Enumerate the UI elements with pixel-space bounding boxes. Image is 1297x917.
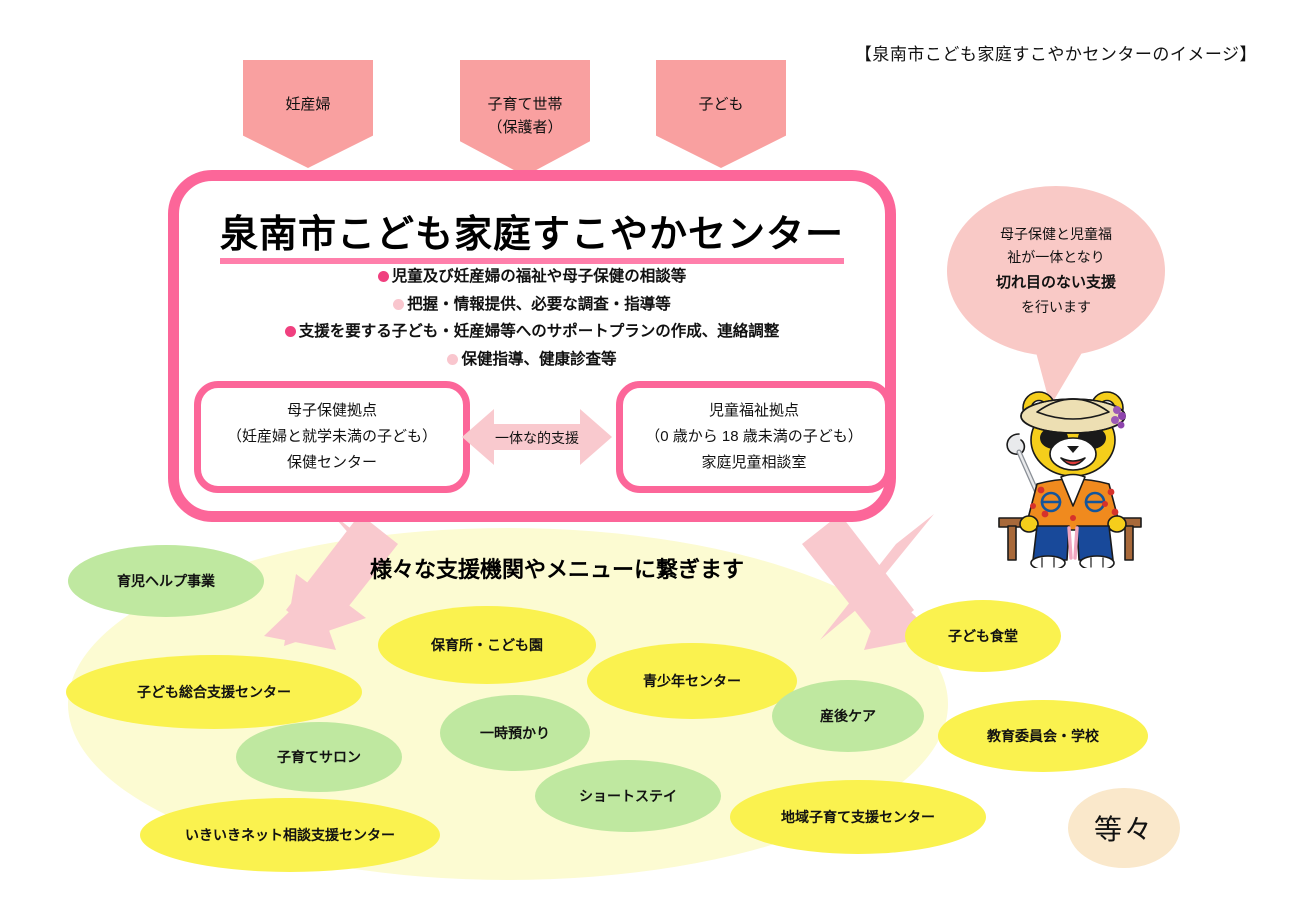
support-node[interactable]: 子ども食堂 xyxy=(905,600,1061,672)
bullet-dot-icon xyxy=(393,298,405,310)
center-service-label: 保健指導、健康診査等 xyxy=(461,350,617,368)
center-service-label: 支援を要する子ども・妊産婦等へのサポートプランの作成、連絡調整 xyxy=(298,323,780,340)
center-service-item: 把握・情報提供、必要な調査・指導等 xyxy=(179,295,885,313)
support-node[interactable]: ショートステイ xyxy=(535,760,721,832)
maternal-health-base-line2: （妊産婦と就学未満の子ども） xyxy=(226,427,437,445)
input-arrow-label: 子ども xyxy=(698,96,744,113)
bubble-line4: を行います xyxy=(1021,298,1091,315)
support-node[interactable]: 子ども総合支援センター xyxy=(66,655,362,729)
input-arrow-child-rearing-households: 子育て世帯 （保護者） xyxy=(460,60,590,176)
input-arrow-label-line2: （保護者） xyxy=(487,118,563,136)
center-service-item: 支援を要する子ども・妊産婦等へのサポートプランの作成、連絡調整 xyxy=(179,324,885,340)
maternal-health-base-box: 母子保健拠点 （妊産婦と就学未満の子ども） 保健センター xyxy=(194,381,470,493)
bubble-line2: 祉が一体となり xyxy=(1007,249,1105,266)
support-node-label: 子ども総合支援センター xyxy=(137,684,291,700)
support-node-label: 保育所・こども園 xyxy=(431,637,543,653)
support-node[interactable]: 地域子育て支援センター xyxy=(730,780,986,854)
support-node[interactable]: 青少年センター xyxy=(587,643,797,719)
center-service-list: 児童及び妊産婦の福祉や母子保健の相談等把握・情報提供、必要な調査・指導等支援を要… xyxy=(179,269,885,379)
child-welfare-base-line2: （0 歳から 18 歳未満の子ども） xyxy=(645,427,863,445)
integrated-support-arrow: 一体な的支援 xyxy=(462,404,612,470)
support-node-label: 産後ケア xyxy=(820,708,876,724)
support-node-label: 子ども食堂 xyxy=(948,628,1018,644)
bullet-dot-icon xyxy=(284,326,296,337)
child-welfare-base-box: 児童福祉拠点 （0 歳から 18 歳未満の子ども） 家庭児童相談室 xyxy=(616,381,892,493)
center-service-label: 把握・情報提供、必要な調査・指導等 xyxy=(407,295,671,313)
integrated-support-label: 一体な的支援 xyxy=(495,430,579,446)
center-title-text: 泉南市こども家庭すこやかセンター xyxy=(219,214,844,264)
double-arrow-icon xyxy=(462,409,612,465)
page-title: 【泉南市こども家庭すこやかセンターのイメージ】 xyxy=(854,45,1257,64)
support-node[interactable]: 等々 xyxy=(1068,788,1180,868)
child-welfare-base-line3: 家庭児童相談室 xyxy=(701,454,807,472)
support-node-label: 青少年センター xyxy=(643,673,741,689)
arrow-down-right-icon xyxy=(802,514,936,650)
support-node-label: 教育委員会・学校 xyxy=(987,728,1099,744)
input-arrow-label-line1: 子育て世帯 xyxy=(487,96,563,113)
support-node[interactable]: いきいきネット相談支援センター xyxy=(140,798,440,872)
center-service-item: 児童及び妊産婦の福祉や母子保健の相談等 xyxy=(179,269,885,285)
support-node-label: 等々 xyxy=(1093,814,1154,845)
bullet-dot-icon xyxy=(377,271,389,282)
support-node-label: いきいきネット相談支援センター xyxy=(185,827,395,843)
mascot-icon xyxy=(998,391,1142,568)
maternal-health-base-line1: 母子保健拠点 xyxy=(286,401,377,419)
support-node[interactable]: 一時預かり xyxy=(440,695,590,771)
network-heading: 様々な支援機関やメニューに繋ぎます xyxy=(370,557,745,582)
bullet-dot-icon xyxy=(447,353,459,365)
center-service-label: 児童及び妊産婦の福祉や母子保健の相談等 xyxy=(391,268,687,285)
center-title: 泉南市こども家庭すこやかセンター xyxy=(179,203,885,264)
support-node-label: ショートステイ xyxy=(579,788,677,804)
input-arrow-children: 子ども xyxy=(656,60,786,168)
bubble-line3-emphasis: 切れ目のない支援 xyxy=(995,274,1116,292)
support-node[interactable]: 子育てサロン xyxy=(236,722,402,792)
support-node-label: 育児ヘルプ事業 xyxy=(117,573,215,589)
support-node-label: 一時預かり xyxy=(480,725,550,741)
input-arrow-expectant-mothers: 妊産婦 xyxy=(243,60,373,168)
bubble-line1: 母子保健と児童福 xyxy=(1000,225,1112,242)
support-node[interactable]: 保育所・こども園 xyxy=(378,606,596,684)
child-welfare-base-line1: 児童福祉拠点 xyxy=(708,401,799,419)
support-node[interactable]: 育児ヘルプ事業 xyxy=(68,545,264,617)
maternal-health-base-line3: 保健センター xyxy=(286,454,377,472)
center-service-item: 保健指導、健康診査等 xyxy=(179,350,885,368)
speech-bubble: 母子保健と児童福 祉が一体となり 切れ目のない支援 を行います xyxy=(947,186,1165,356)
arrow-down-left-icon xyxy=(264,512,398,650)
support-node[interactable]: 教育委員会・学校 xyxy=(938,700,1148,772)
support-node-label: 子育てサロン xyxy=(277,749,361,765)
input-arrow-label: 妊産婦 xyxy=(285,96,331,113)
support-node-label: 地域子育て支援センター xyxy=(781,809,935,825)
support-node[interactable]: 産後ケア xyxy=(772,680,924,752)
input-arrow-label-group: 子育て世帯 （保護者） xyxy=(487,60,562,139)
